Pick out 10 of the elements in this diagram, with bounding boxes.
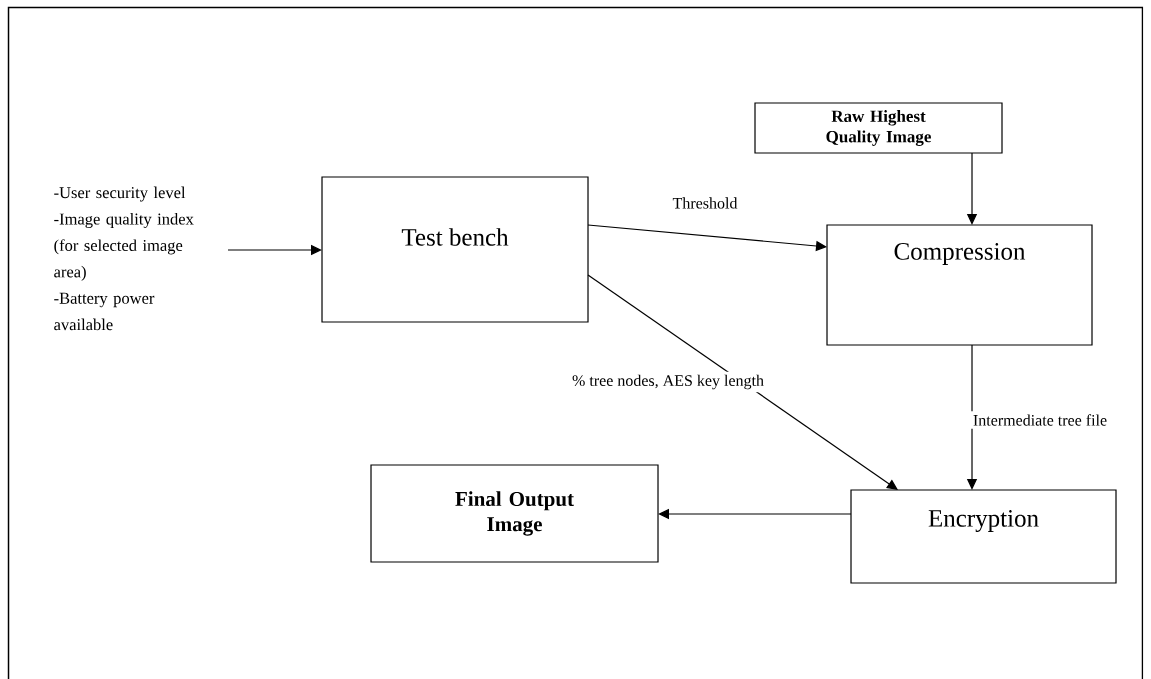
process-box: Final Output Image (370, 464, 659, 563)
process-box: Test bench (321, 176, 589, 323)
edge-label: % tree nodes, AES key length (569, 371, 767, 393)
process-box: Raw Highest Quality Image (754, 102, 1003, 154)
arrow (587, 274, 898, 490)
edge-label: Intermediate tree file (969, 411, 1111, 429)
process-box: Encryption (850, 489, 1117, 584)
edge-label: Threshold (669, 194, 741, 212)
process-box: Compression (826, 224, 1093, 346)
input-list: -User security level -Image quality index (for selected image area) -Battery power available (54, 186, 194, 331)
